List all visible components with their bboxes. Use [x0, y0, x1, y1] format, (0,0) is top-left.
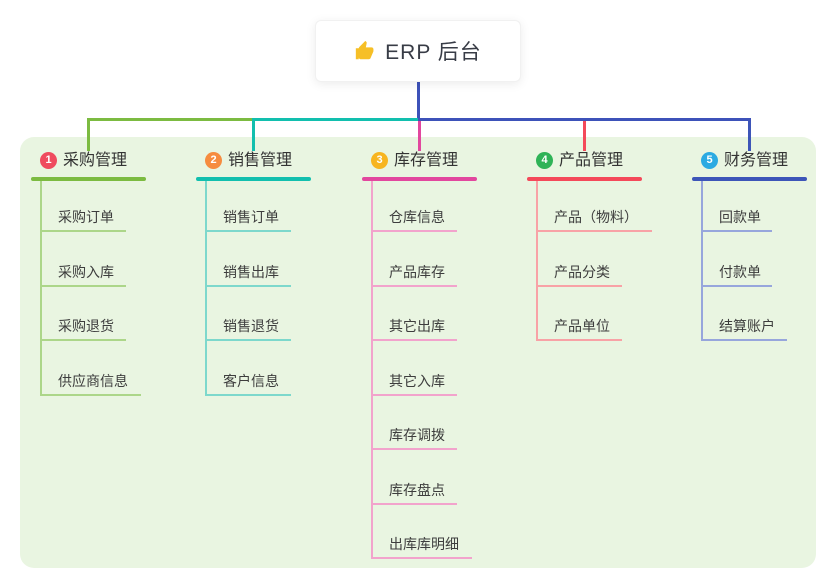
subtopic-label[interactable]: 出库库明细: [389, 536, 459, 552]
subtopic-underline: [536, 230, 652, 232]
subtopic-vertical-connector: [40, 181, 42, 396]
branch-number-badge: 5: [701, 152, 718, 169]
branch-topic-label[interactable]: 销售管理: [228, 152, 293, 169]
subtopic-underline: [371, 502, 457, 505]
connector-drop-line: [87, 121, 90, 151]
connector-drop-line: [748, 121, 751, 151]
mindmap-background-panel: [20, 137, 816, 568]
subtopic-label[interactable]: 销售退货: [223, 318, 279, 334]
subtopic-vertical-connector: [371, 181, 373, 559]
subtopic-label[interactable]: 产品库存: [389, 263, 445, 280]
subtopic-underline: [536, 284, 622, 287]
connector-bus-segment: [87, 118, 255, 121]
branch-number-badge: 1: [40, 152, 57, 169]
subtopic-underline: [701, 284, 772, 287]
subtopic-vertical-connector: [205, 181, 207, 396]
subtopic-underline: [371, 557, 472, 559]
subtopic-label[interactable]: 库存调拨: [389, 427, 445, 443]
subtopic-underline: [536, 339, 622, 341]
subtopic-label[interactable]: 产品（物料）: [554, 209, 638, 225]
branch-topic-label[interactable]: 产品管理: [559, 152, 624, 169]
subtopic-label[interactable]: 采购入库: [58, 263, 114, 280]
subtopic-label[interactable]: 仓库信息: [389, 209, 445, 225]
subtopic-underline: [371, 448, 457, 450]
branch-number-badge: 3: [371, 152, 388, 169]
subtopic-label[interactable]: 供应商信息: [58, 372, 128, 389]
branch-topic-label[interactable]: 采购管理: [63, 152, 128, 169]
subtopic-label[interactable]: 其它入库: [389, 372, 445, 389]
subtopic-label[interactable]: 产品单位: [554, 318, 610, 334]
subtopic-underline: [205, 393, 291, 396]
branch-underline: [527, 177, 642, 181]
subtopic-label[interactable]: 客户信息: [223, 372, 279, 389]
root-connector-line: [417, 82, 420, 121]
subtopic-underline: [371, 230, 457, 232]
subtopic-vertical-connector: [701, 181, 703, 341]
branch-underline: [31, 177, 146, 181]
connector-bus-segment: [418, 118, 751, 121]
subtopic-label[interactable]: 付款单: [719, 263, 761, 280]
subtopic-underline: [205, 284, 291, 287]
subtopic-underline: [205, 230, 291, 232]
subtopic-label[interactable]: 销售订单: [223, 209, 279, 225]
connector-drop-line: [418, 121, 421, 151]
subtopic-underline: [371, 393, 457, 396]
branch-topic-label[interactable]: 库存管理: [394, 152, 459, 169]
subtopic-underline: [40, 393, 141, 396]
subtopic-label[interactable]: 产品分类: [554, 263, 610, 280]
subtopic-underline: [371, 284, 457, 287]
connector-drop-line: [583, 121, 586, 151]
subtopic-underline: [205, 339, 291, 341]
subtopic-label[interactable]: 结算账户: [719, 318, 775, 334]
branch-topic-label[interactable]: 财务管理: [724, 152, 789, 169]
branch-underline: [692, 177, 807, 181]
subtopic-underline: [40, 284, 126, 287]
subtopic-label[interactable]: 回款单: [719, 209, 761, 225]
connector-drop-line: [252, 121, 255, 151]
subtopic-label[interactable]: 采购退货: [58, 318, 114, 334]
subtopic-label[interactable]: 库存盘点: [389, 481, 445, 498]
subtopic-vertical-connector: [536, 181, 538, 341]
root-node-erp[interactable]: ERP 后台: [315, 20, 521, 82]
branch-number-badge: 2: [205, 152, 222, 169]
thumbs-up-icon: [354, 40, 376, 62]
subtopic-label[interactable]: 销售出库: [223, 263, 279, 280]
branch-number-badge: 4: [536, 152, 553, 169]
subtopic-label[interactable]: 采购订单: [58, 209, 114, 225]
subtopic-label[interactable]: 其它出库: [389, 318, 445, 334]
subtopic-underline: [371, 339, 457, 341]
subtopic-underline: [40, 230, 126, 232]
branch-underline: [196, 177, 311, 181]
subtopic-underline: [701, 339, 787, 341]
root-node-title: ERP 后台: [385, 41, 482, 64]
subtopic-underline: [40, 339, 126, 341]
branch-underline: [362, 177, 477, 181]
connector-bus-segment: [252, 118, 421, 121]
subtopic-underline: [701, 230, 772, 232]
